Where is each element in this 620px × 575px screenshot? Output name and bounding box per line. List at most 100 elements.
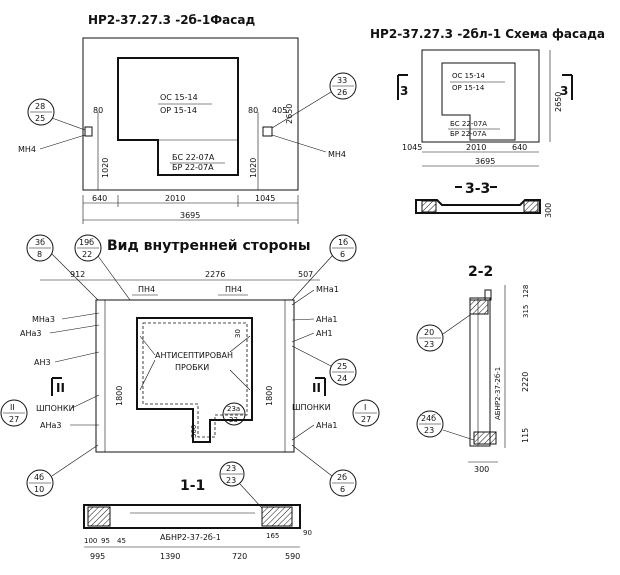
leader [54,351,100,363]
inner-right-an1: АН1 [316,329,333,338]
facade-window-1: ОС 15-14 [160,93,198,102]
sec11-dim-165: 165 [266,532,279,540]
callout-33-26 [329,72,357,100]
sec22-label: АБНР2-37-2б-1 [494,367,502,420]
sec11-dim-45: 45 [117,537,126,545]
scheme-window-2: ОР 15-14 [452,84,485,92]
sec22-callout-20: 20 [424,328,434,337]
svg-text:4б: 4б [34,473,44,482]
inner-dim-1800-left: 1800 [115,386,124,406]
callout-4b-10: 4б 10 [26,444,99,497]
inner-dim-507: 507 [298,270,313,279]
anchor-left [84,126,93,137]
inner-left-shponki: ШПОНКИ [36,404,75,413]
inner-dim-2276: 2276 [205,270,225,279]
inner-title: Вид внутренней стороны [107,238,310,254]
sec22-callout-23b: 23 [424,426,434,435]
facade-dim-1045: 1045 [255,194,275,203]
svg-text:22: 22 [82,250,92,259]
sec22-dim-300: 300 [474,465,489,474]
facade-dim-3695: 3695 [180,211,200,220]
facade-dim-left-80: 80 [93,106,103,115]
sec22-title: 2-2 [468,264,493,280]
leader [49,324,100,334]
callout-24b-23 [416,410,444,438]
section-3-3: 3-3 300 [415,181,553,218]
inner-opening-inner [142,322,248,438]
callout-I-27: I 27 [352,399,380,427]
inner-right-shponki: ШПОНКИ [292,403,331,412]
leader [51,117,86,131]
callout-2b-6: 2б 6 [291,444,357,497]
sec11-dim-995: 995 [90,552,105,561]
facade-mh-left: МН4 [18,145,36,154]
svg-text:23: 23 [226,476,236,485]
leader [291,289,315,306]
scheme-mark-right: 3 [560,84,568,98]
leader [139,359,156,391]
section-1-1: 1-1 АБНР2-37-2б-1 995 1390 720 590 100 9… [83,478,312,561]
inner-left-ana3b: АНа3 [40,421,61,430]
sec11-label: АБНР2-37-2б-1 [160,533,221,542]
section-2-2: 2-2 128 315 2220 115 300 АБНР2-37-2б-1 2… [416,264,530,474]
callout-23-23: 23 23 [219,461,263,509]
inner-dim-1800-right: 1800 [265,386,274,406]
scheme-dim-640: 640 [512,143,527,152]
sec11-profile [83,504,301,529]
facade-title: НР2-37.27.3 -2б-1Фасад [88,13,255,27]
svg-text:1б: 1б [338,238,348,247]
facade-dim-2010: 2010 [165,194,185,203]
inner-opening [136,317,253,443]
svg-text:8: 8 [37,250,42,259]
sec11-title: 1-1 [180,478,205,494]
scheme-dim-2010: 2010 [466,143,486,152]
scheme-window-1: ОС 15-14 [452,72,486,80]
anchor-right [262,126,273,137]
sec22-dim-315: 315 [522,305,530,318]
inner-pn-left: ПН4 [138,285,155,294]
leader [139,335,156,356]
sec11-dim-90: 90 [303,529,312,537]
facade-dim-right-1020: 1020 [249,158,258,178]
callout-25-24: 25 24 [291,345,357,386]
scheme-opening [441,62,516,141]
inner-dim-912: 912 [70,270,85,279]
callout-20-23 [416,324,444,352]
svg-text:3б: 3б [35,238,45,247]
scheme-door-2: БР 22-07А [450,130,487,138]
svg-text:24: 24 [337,374,347,383]
sec22-callout-23: 23 [424,340,434,349]
sec11-hatch-right [261,506,293,527]
inner-dim-300: 300 [190,425,198,438]
facade-view: НР2-37.27.3 -2б-1Фасад ОС 15-14 ОР 15-14… [18,13,357,224]
leader [61,312,100,320]
facade-opening [117,57,239,176]
leader [229,335,251,353]
leader [291,332,315,343]
facade-dim-right-405: 405 [272,106,287,115]
svg-text:27: 27 [361,415,371,424]
scheme-door-1: БС 22-07А [450,120,487,128]
inner-pn-right: ПН4 [225,285,242,294]
sec22-top-cap [484,289,492,301]
callout-33: 33 [337,76,347,85]
facade-door-2: БР 22-07А [172,163,214,172]
facade-window-2: ОР 15-14 [160,106,197,115]
facade-dim-left-1020: 1020 [101,158,110,178]
scheme-title: НР2-37.27.3 -2бл-1 Схема фасада [370,27,605,41]
svg-text:27: 27 [9,415,19,424]
callout-25: 25 [35,114,45,123]
sec22-wall [469,297,491,447]
svg-text:6: 6 [340,250,345,259]
svg-text:23: 23 [229,416,238,424]
svg-text:10: 10 [34,485,44,494]
sec22-dim-128: 128 [522,285,530,298]
sec22-dim-115: 115 [521,428,530,443]
svg-text:II: II [10,403,15,412]
scheme-outline [421,49,540,143]
antiseptic-1: АНТИСЕПТИРОВАН [155,351,233,360]
inner-left-mna3: МНа3 [32,315,55,324]
leader [71,394,100,409]
sec33-dim: 300 [544,203,553,218]
